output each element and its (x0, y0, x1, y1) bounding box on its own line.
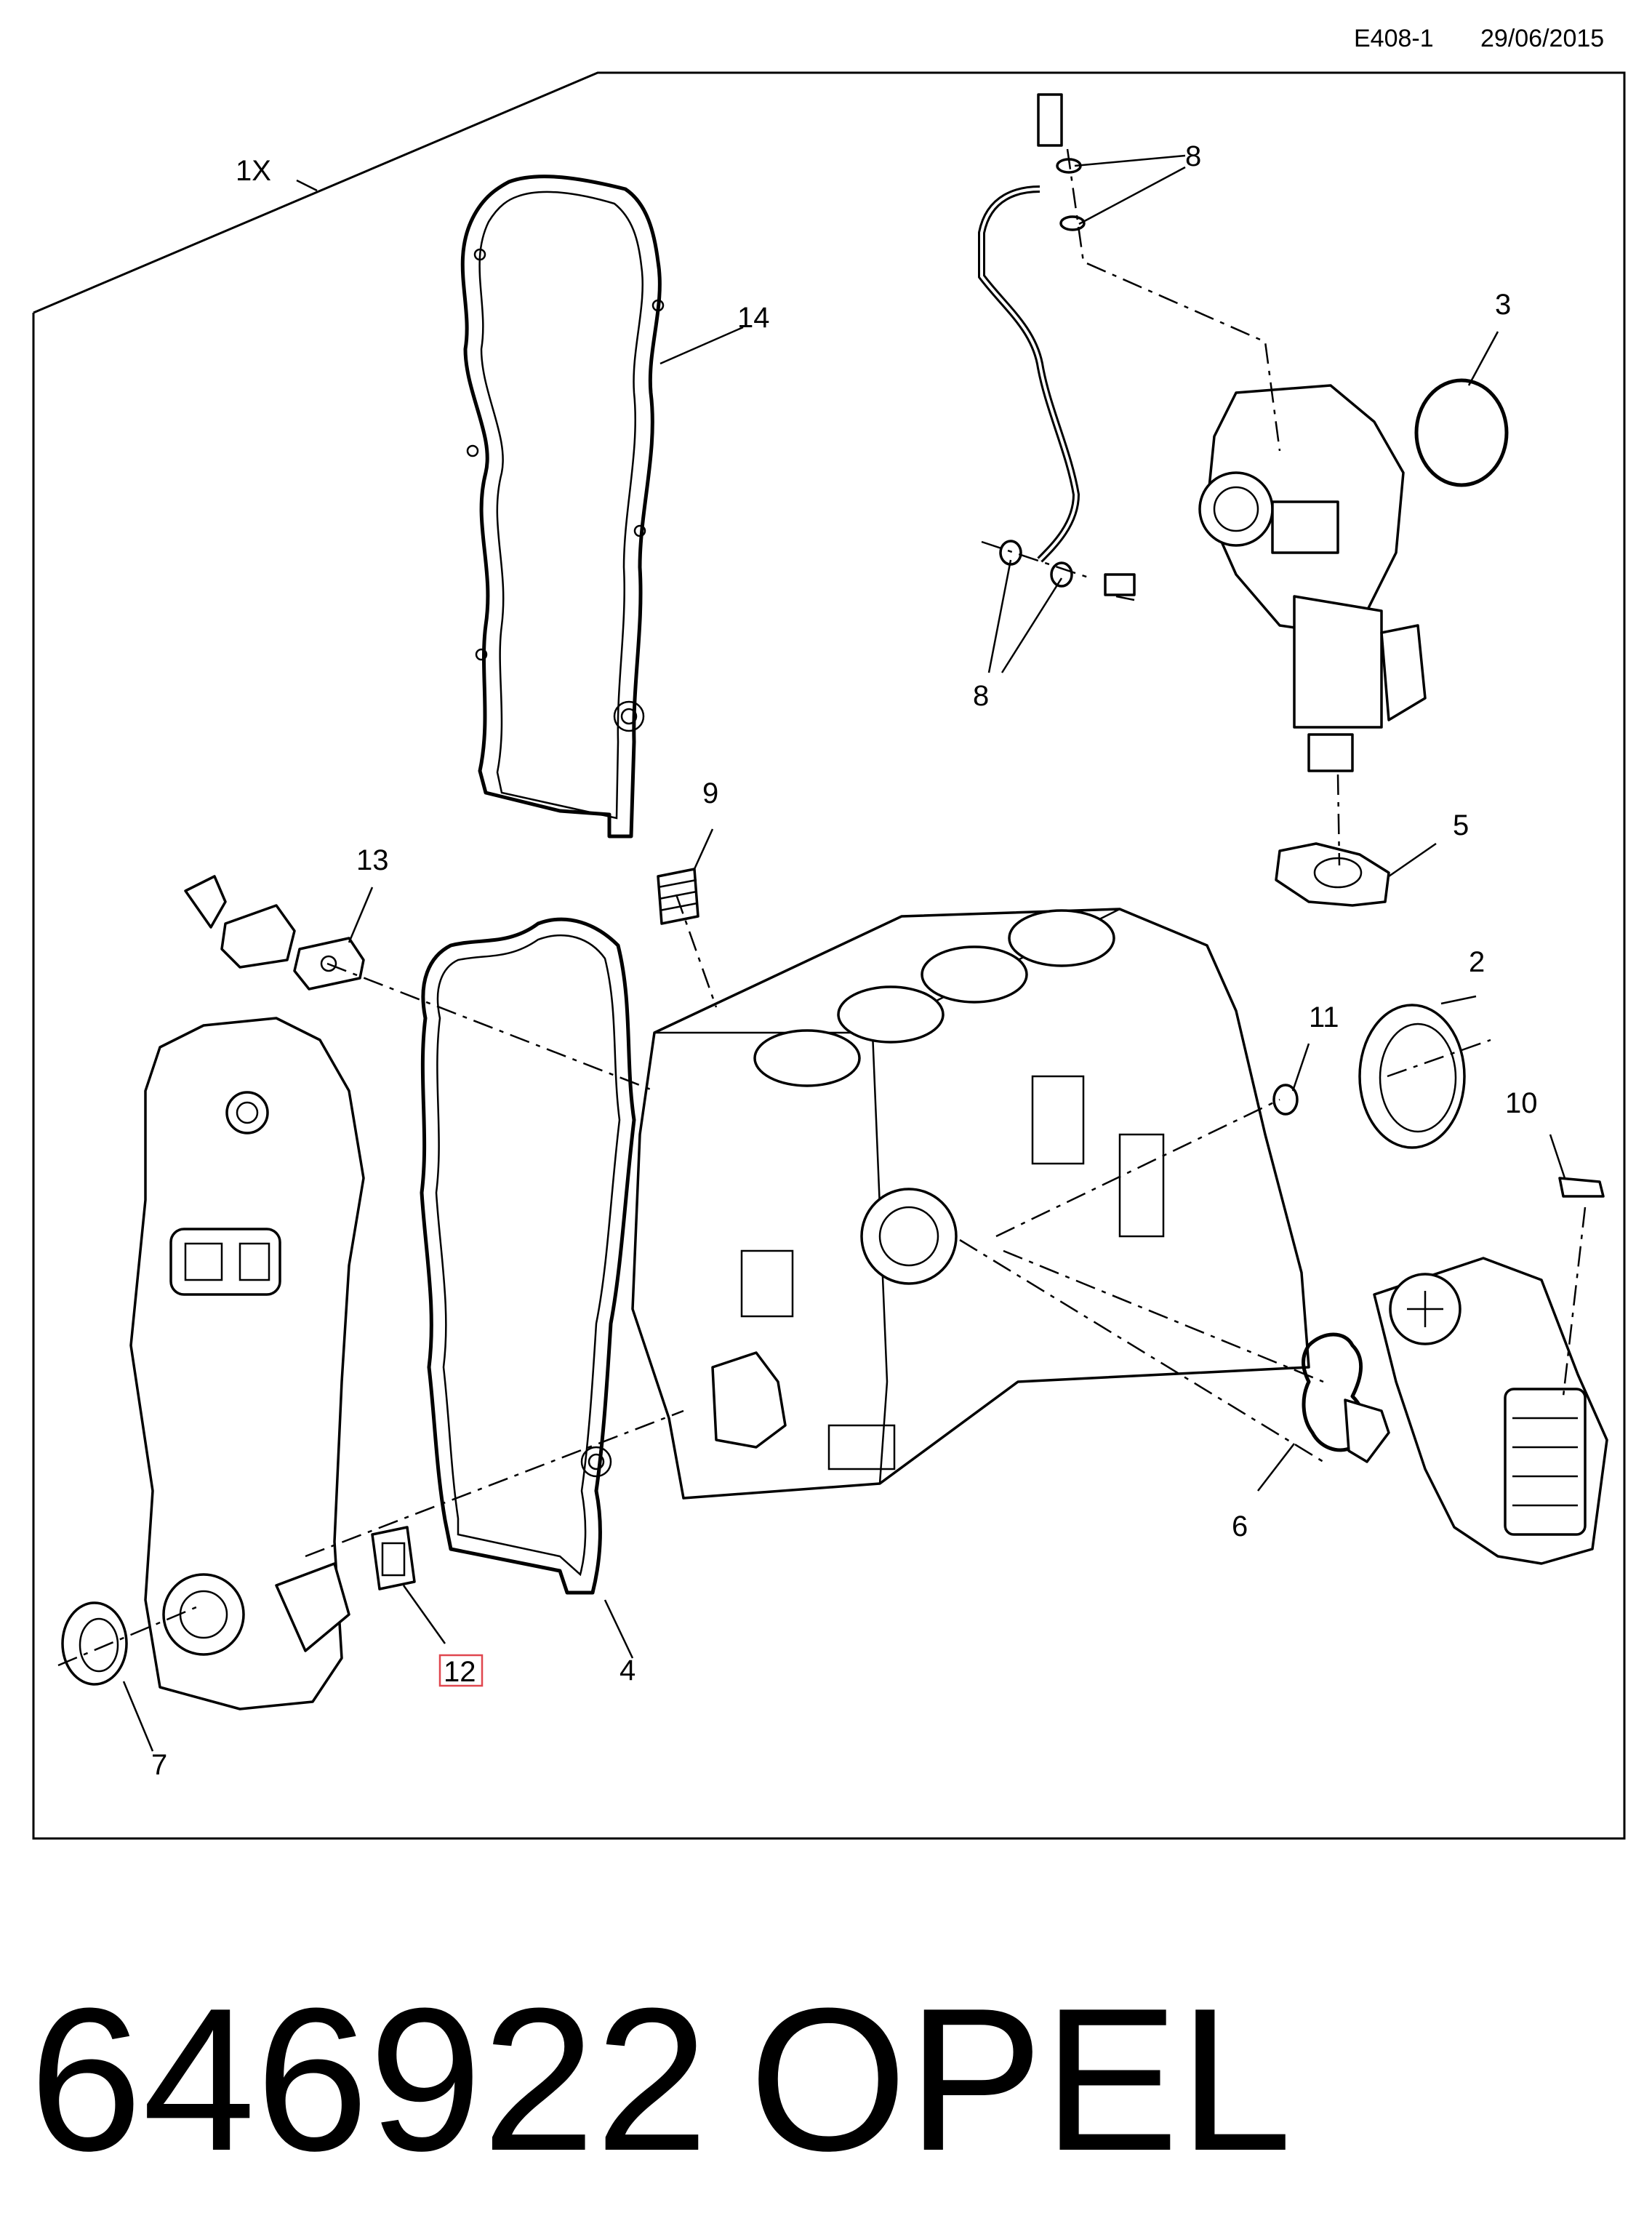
callout-5[interactable]: 5 (1453, 809, 1469, 841)
kit-frame (32, 71, 1626, 1840)
callout-9[interactable]: 9 (702, 777, 718, 809)
callout-7[interactable]: 7 (151, 1749, 167, 1781)
turbocharger (1198, 384, 1427, 772)
oil-filter-housing (1373, 1257, 1608, 1565)
part-13-water-outlet-gasket[interactable] (184, 875, 365, 991)
callout-2[interactable]: 2 (1469, 946, 1485, 978)
callout-12[interactable]: 12 (444, 1656, 476, 1688)
diagram-code: E408-1 (1354, 25, 1434, 52)
part-number-caption: 646922 OPEL (29, 1956, 1629, 2204)
callout-13[interactable]: 13 (356, 844, 389, 876)
part-3-turbo-ring-gasket[interactable] (1414, 378, 1509, 487)
cylinder-block (631, 908, 1310, 1500)
part-11-o-ring[interactable] (1272, 1084, 1299, 1116)
turbo-oil-feed-line (978, 93, 1136, 596)
part-5-turbo-flange-gasket[interactable] (1275, 842, 1390, 907)
front-timing-cover (129, 1017, 365, 1710)
part-number: 646922 (29, 1966, 709, 2193)
callout-8-top[interactable]: 8 (1185, 140, 1201, 172)
part-2-rear-main-seal[interactable] (1358, 1004, 1466, 1149)
part-7-crankshaft-front-seal[interactable] (61, 1601, 128, 1686)
part-4-front-cover-gasket[interactable] (420, 917, 636, 1595)
callout-10[interactable]: 10 (1505, 1087, 1538, 1119)
callout-8-bottom[interactable]: 8 (973, 680, 989, 712)
callout-12-highlight-box (438, 1654, 484, 1687)
part-9-spring[interactable] (657, 868, 699, 925)
assembly-centerlines (57, 148, 1587, 1667)
callout-3[interactable]: 3 (1495, 289, 1511, 321)
part-8-washers[interactable] (999, 158, 1086, 588)
callout-1x[interactable]: 1X (236, 155, 271, 187)
part-6-oil-housing-gasket[interactable] (1302, 1332, 1390, 1463)
exploded-parts-diagram: 1X 2 3 4 5 6 7 8 8 9 10 11 12 13 14 (32, 71, 1626, 1840)
callout-14[interactable]: 14 (737, 302, 770, 334)
diagram-date: 29/06/2015 (1480, 25, 1605, 52)
leader-lines (122, 154, 1566, 1752)
part-10-clip[interactable] (1558, 1177, 1605, 1198)
brand-name: OPEL (749, 1966, 1293, 2193)
callout-4[interactable]: 4 (620, 1654, 635, 1686)
part-12-gasket[interactable] (371, 1526, 416, 1590)
callout-6[interactable]: 6 (1232, 1510, 1248, 1542)
part-14-timing-cover-gasket[interactable] (460, 175, 665, 839)
callout-11[interactable]: 11 (1309, 1001, 1339, 1033)
